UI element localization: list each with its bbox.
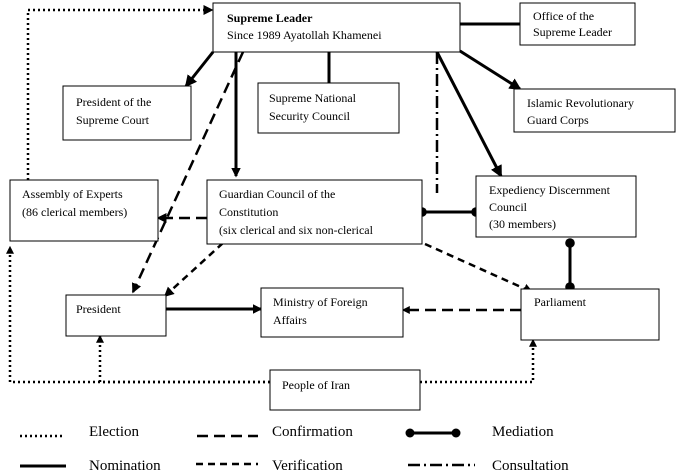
node-line: Affairs: [273, 313, 307, 327]
node-guardian-council: Guardian Council of the Constitution (si…: [206, 179, 423, 245]
legend-label-confirmation: Confirmation: [272, 424, 353, 440]
edge-election-assembly-to-leader: [26, 5, 214, 180]
node-president: President: [65, 294, 167, 337]
legend-label-verification: Verification: [272, 458, 343, 474]
node-line: Supreme Leader: [533, 25, 612, 39]
node-line: Council: [489, 200, 528, 214]
node-line: President of the: [76, 95, 151, 109]
legend-label-election: Election: [89, 424, 139, 440]
edge-verification-guardian-to-president: [163, 242, 224, 298]
node-office-supreme-leader: Office of the Supreme Leader: [519, 2, 636, 46]
node-line: (86 clerical members): [22, 205, 127, 219]
node-line: Expediency Discernment: [489, 183, 611, 197]
legend: Election Confirmation Mediation Nominati…: [20, 424, 569, 474]
node-expediency-council: Expediency Discernment Council (30 membe…: [475, 175, 637, 238]
node-line: Ministry of Foreign: [273, 295, 368, 309]
edges: [5, 5, 575, 384]
node-line: Supreme Court: [76, 113, 150, 127]
node-line: Assembly of Experts: [22, 187, 123, 201]
node-line: Security Council: [269, 109, 351, 123]
node-line: Guard Corps: [527, 113, 589, 127]
node-title: Supreme Leader: [227, 11, 313, 25]
node-people-of-iran: People of Iran: [269, 369, 421, 411]
node-line: (30 members): [489, 217, 556, 231]
legend-label-mediation: Mediation: [492, 424, 554, 440]
node-subtitle: Since 1989 Ayatollah Khamenei: [227, 28, 382, 42]
node-president-supreme-court: President of the Supreme Court: [62, 85, 192, 141]
legend-swatch-mediation-dot-right: [451, 428, 461, 438]
node-assembly-of-experts: Assembly of Experts (86 clerical members…: [9, 179, 159, 242]
edge-election-people-to-parliament: [420, 338, 538, 384]
node-snsc: Supreme National Security Council: [257, 82, 400, 134]
node-supreme-leader: Supreme Leader Since 1989 Ayatollah Kham…: [212, 2, 461, 53]
node-line: Supreme National: [269, 91, 357, 105]
node-line: Office of the: [533, 9, 594, 23]
edge-election-people-to-president: [95, 334, 270, 384]
node-line: Guardian Council of the: [219, 187, 335, 201]
legend-swatch-mediation-dot-left: [405, 428, 415, 438]
node-irgc: Islamic Revolutionary Guard Corps: [513, 88, 676, 133]
node-line: Parliament: [534, 295, 587, 309]
node-line: Islamic Revolutionary: [527, 96, 634, 110]
edge-nomination-leader-to-irgc: [459, 49, 522, 91]
node-line: People of Iran: [282, 378, 350, 392]
edge-nomination-leader-to-expediency: [435, 51, 503, 178]
node-line: President: [76, 302, 121, 316]
legend-label-consultation: Consultation: [492, 458, 569, 474]
edge-confirmation-leader-to-president: [131, 51, 245, 294]
node-ministry-foreign-affairs: Ministry of Foreign Affairs: [260, 287, 404, 338]
legend-label-nomination: Nomination: [89, 458, 161, 474]
edge-verification-guardian-to-parliament: [424, 242, 534, 294]
node-line: (six clerical and six non-clerical: [219, 223, 374, 237]
node-parliament: Parliament: [520, 288, 660, 341]
edge-nomination-leader-to-supreme-court: [184, 51, 215, 88]
node-line: Constitution: [219, 205, 278, 219]
